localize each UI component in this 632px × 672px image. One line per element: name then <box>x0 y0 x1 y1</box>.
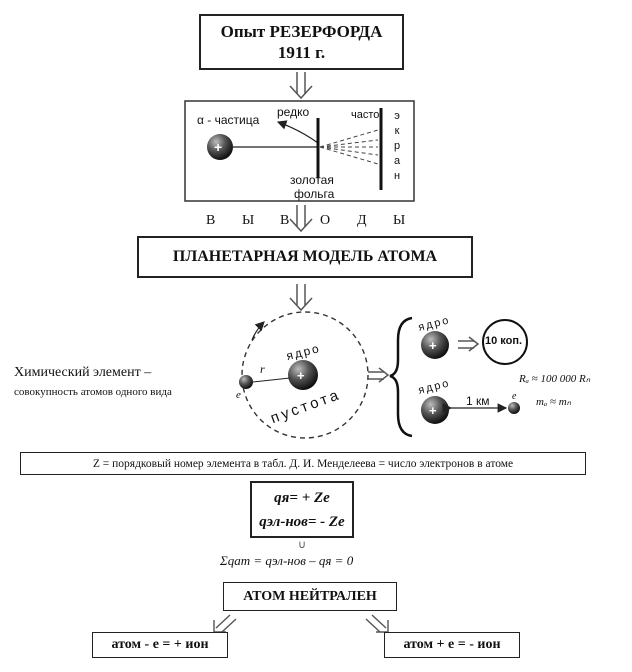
nucleus-charge: qя= + Ze <box>274 489 330 506</box>
radius-ratio: Rₐ ≈ 100 000 Rₙ <box>519 373 591 385</box>
conclusions-letter: Д <box>357 213 367 228</box>
foil-label-2: фольга <box>294 187 335 201</box>
atom-radius-line <box>252 377 291 383</box>
screen-letter: к <box>394 125 400 137</box>
neutral-box: АТОМ НЕЙТРАЛЕН <box>223 582 397 611</box>
z-definition: Z = порядковый номер элемента в табл. Д.… <box>92 457 514 470</box>
experiment-title-box: Опыт РЕЗЕРФОРДА 1911 г. <box>199 14 404 70</box>
conclusions-letter: В <box>206 213 216 228</box>
double-arrow-right <box>368 367 390 383</box>
coin-label: 10 коп. <box>485 335 523 347</box>
neutral-text: АТОМ НЕЙТРАЛЕН <box>243 588 377 604</box>
rarely-label: редко <box>277 105 310 119</box>
radius-label: r <box>260 362 265 376</box>
model-title: ПЛАНЕТАРНАЯ МОДЕЛЬ АТОМА <box>172 248 438 265</box>
conclusions-letter: В <box>280 213 290 228</box>
atom-void-orbit <box>241 311 369 439</box>
z-definition-box: Z = порядковый номер элемента в табл. Д.… <box>20 452 586 475</box>
double-arrow-down-2 <box>289 205 313 233</box>
sum-formula: Σqат = qэл-нов – qя = 0 <box>220 553 354 568</box>
conclusions-letter: О <box>320 213 331 228</box>
svg-text:+: + <box>429 403 437 418</box>
atom-electron <box>239 375 253 389</box>
ion-arrow-left <box>213 614 237 633</box>
distance-label: 1 км <box>466 394 490 408</box>
positive-ion-box: атом - е = + ион <box>92 632 228 658</box>
ion-arrow-right <box>365 614 389 633</box>
foil-label-1: золотая <box>290 173 334 187</box>
electron-charge: qэл-нов= - Ze <box>259 513 345 530</box>
atom-nucleus <box>288 360 318 390</box>
screen-letter: а <box>393 155 401 167</box>
screen-letter: р <box>393 140 401 152</box>
orbit-arrow <box>251 321 265 341</box>
model-title-box: ПЛАНЕТАРНАЯ МОДЕЛЬ АТОМА <box>137 236 473 278</box>
nucleus-bottom-ball <box>421 396 449 424</box>
screen-letter: н <box>393 170 401 182</box>
svg-text:+: + <box>297 368 305 383</box>
double-arrow-down-1 <box>289 72 313 100</box>
mass-ratio: mₐ ≈ mₙ <box>536 396 572 408</box>
double-arrow-right-small <box>458 336 480 352</box>
screen-letters: э к р а н <box>391 109 403 184</box>
rare-reflection-arrow <box>276 120 319 144</box>
often-label: часто <box>351 109 380 121</box>
negative-ion-box: атом + е = - ион <box>384 632 520 658</box>
svg-text:+: + <box>214 139 222 155</box>
positive-ion-text: атом - е = + ион <box>111 637 209 652</box>
curly-brace <box>389 316 413 438</box>
nucleus-top-ball <box>421 331 449 359</box>
element-def-line-2: совокупность атомов одного вида <box>14 386 172 398</box>
screen-letter: э <box>394 110 400 122</box>
union-symbol: ∪ <box>298 539 307 551</box>
conclusions-letter: Ы <box>242 213 255 228</box>
scatter-lines <box>319 129 379 165</box>
double-arrow-down-3 <box>289 284 313 312</box>
electron-small-label: e <box>512 391 517 402</box>
element-def-line-1: Химический элемент – <box>14 365 152 380</box>
alpha-label: α - частица <box>197 113 260 127</box>
alpha-particle <box>207 134 233 160</box>
electron-label: e <box>236 389 241 401</box>
electron-small <box>508 402 520 414</box>
charges-box: qя= + Ze qэл-нов= - Ze <box>250 481 354 538</box>
conclusions-letter: Ы <box>393 213 406 228</box>
negative-ion-text: атом + е = - ион <box>403 637 501 652</box>
title-line-2: 1911 г. <box>277 43 326 62</box>
coin-circle <box>482 319 528 365</box>
svg-text:+: + <box>429 338 437 353</box>
title-line-1: Опыт РЕЗЕРФОРДА <box>220 22 383 41</box>
